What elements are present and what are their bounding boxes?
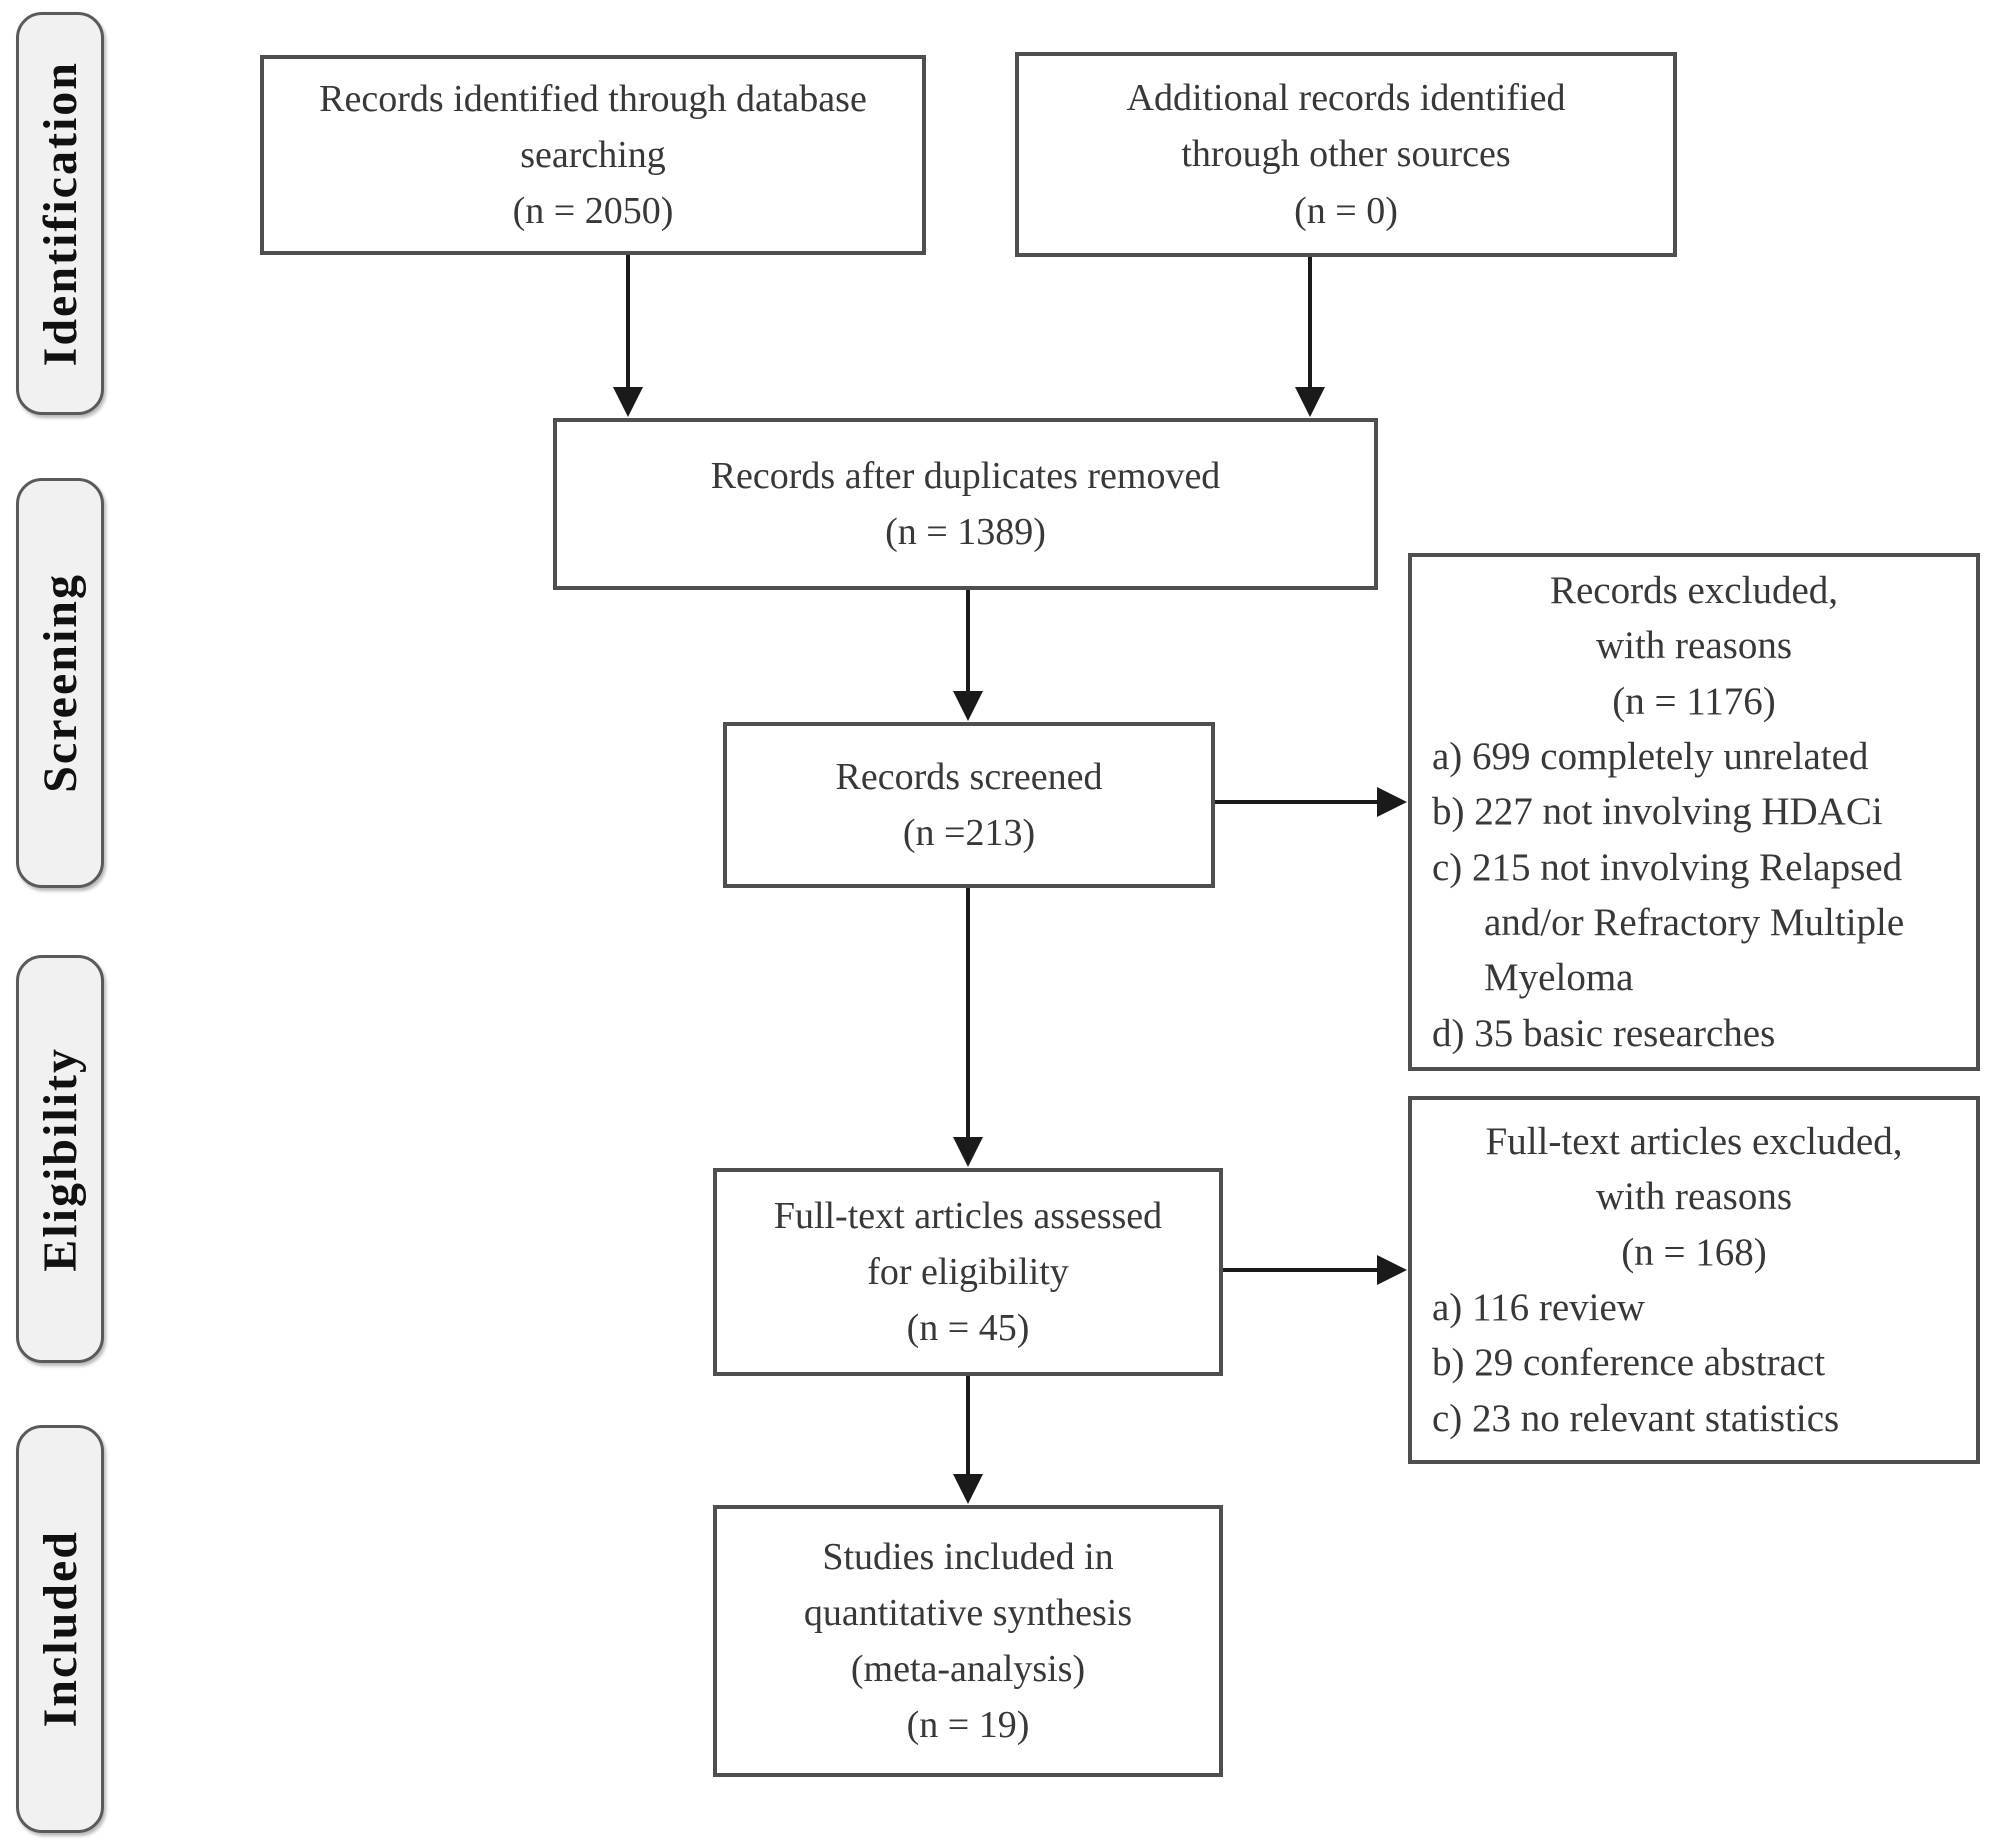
box-line: Records identified through database xyxy=(319,77,867,120)
stage-included: Included xyxy=(16,1425,104,1833)
arrow-additional-to-deduplicated xyxy=(1308,257,1312,388)
box-records-screened: Records screened (n =213) xyxy=(723,722,1215,888)
box-line: Records screened xyxy=(835,755,1103,798)
box-fulltext-assessed: Full-text articles assessed for eligibil… xyxy=(713,1168,1223,1376)
exclusion-reason: a) 699 completely unrelated xyxy=(1432,734,1869,778)
arrow-deduplicated-to-screened xyxy=(966,590,970,692)
exclusion-reason: c) 23 no relevant statistics xyxy=(1432,1396,1840,1440)
stage-included-label: Included xyxy=(33,1530,87,1728)
box-line: (n = 2050) xyxy=(512,190,674,233)
stage-identification: Identification xyxy=(16,12,104,415)
exclusion-reason: b) 29 conference abstract xyxy=(1432,1341,1826,1385)
box-line: quantitative synthesis xyxy=(803,1591,1133,1634)
box-line: with reasons xyxy=(1595,624,1793,668)
box-line: (n =213) xyxy=(902,812,1036,854)
arrow-fulltext-to-included xyxy=(966,1376,970,1475)
box-records-excluded: Records excluded, with reasons (n = 1176… xyxy=(1408,553,1980,1071)
box-line: through other sources xyxy=(1181,133,1511,176)
stage-identification-label: Identification xyxy=(33,60,87,367)
box-line: Studies included in xyxy=(822,1535,1114,1578)
box-line: (n = 19) xyxy=(906,1704,1030,1747)
box-line: (n = 1176) xyxy=(1612,679,1776,723)
box-line: for eligibility xyxy=(867,1250,1069,1293)
box-included-synthesis: Studies included in quantitative synthes… xyxy=(713,1505,1223,1777)
exclusion-reason: b) 227 not involving HDACi xyxy=(1432,790,1883,834)
box-line: (n = 1389) xyxy=(885,511,1046,553)
exclusion-reason: d) 35 basic researches xyxy=(1432,1011,1776,1055)
box-fulltext-excluded: Full-text articles excluded, with reason… xyxy=(1408,1096,1980,1464)
exclusion-reason: c) 215 not involving Relapsed and/or Ref… xyxy=(1432,845,1905,1000)
stage-screening: Screening xyxy=(16,478,104,888)
box-line: searching xyxy=(520,133,666,176)
box-duplicates-removed: Records after duplicates removed (n = 13… xyxy=(553,418,1378,590)
box-line: Records after duplicates removed xyxy=(710,454,1221,497)
box-line: Additional records identified xyxy=(1126,77,1566,120)
stage-screening-label: Screening xyxy=(33,573,87,793)
arrow-screened-to-excluded xyxy=(1215,800,1378,804)
box-line: with reasons xyxy=(1595,1175,1793,1219)
box-line: (n = 45) xyxy=(906,1307,1030,1350)
box-line: (n = 168) xyxy=(1621,1230,1767,1274)
stage-eligibility: Eligibility xyxy=(16,955,104,1363)
stage-eligibility-label: Eligibility xyxy=(33,1046,87,1272)
arrow-screened-to-fulltext xyxy=(966,888,970,1138)
box-records-identified: Records identified through database sear… xyxy=(260,55,926,255)
box-line: (meta-analysis) xyxy=(850,1648,1086,1690)
arrow-identified-to-deduplicated xyxy=(626,255,630,388)
arrow-fulltext-to-excluded xyxy=(1223,1268,1378,1272)
box-line: (n = 0) xyxy=(1294,189,1398,232)
exclusion-reason: a) 116 review xyxy=(1432,1286,1645,1329)
box-line: Full-text articles excluded, xyxy=(1485,1119,1903,1163)
box-line: Records excluded, xyxy=(1549,568,1839,612)
box-additional-records: Additional records identified through ot… xyxy=(1015,52,1677,257)
box-line: Full-text articles assessed xyxy=(773,1194,1163,1237)
